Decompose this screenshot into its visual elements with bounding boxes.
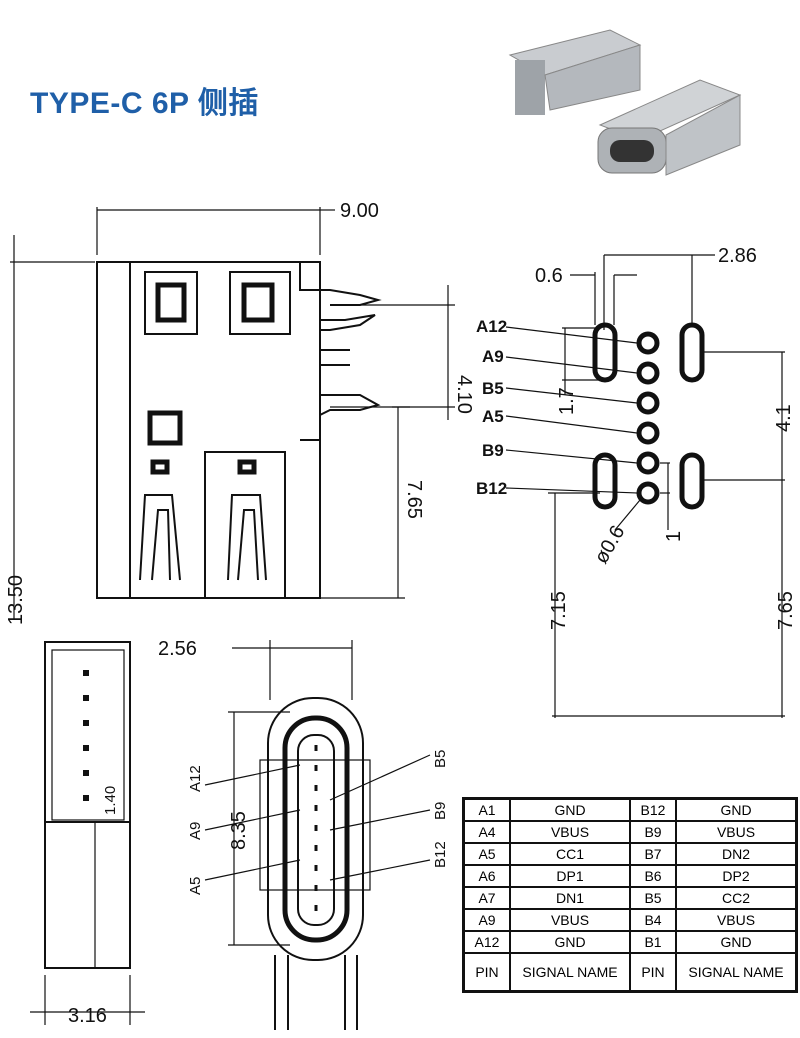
dim-side-width: 3.16: [68, 1005, 107, 1027]
pin-cell: B1: [629, 930, 677, 954]
product-photo: [508, 29, 742, 176]
dim-slot-spacing: 4.1: [773, 404, 795, 432]
header-cell: SIGNAL NAME: [509, 952, 631, 993]
front-label-a9: A9: [187, 822, 204, 840]
dim-slot-pitch: 2.86: [718, 245, 757, 267]
dim-hole-dia: ø0.6: [590, 522, 629, 568]
front-label-a12: A12: [187, 765, 204, 792]
pin-label-a12: A12: [476, 317, 507, 336]
dim-front-height: 8.35: [228, 811, 250, 850]
signal-cell: GND: [509, 930, 631, 954]
signal-cell: VBUS: [675, 908, 798, 932]
pin-cell: A1: [462, 797, 511, 822]
pin-cell: B9: [629, 820, 677, 844]
signal-cell: GND: [675, 930, 798, 954]
signal-cell: DP2: [675, 864, 798, 888]
signal-cell: GND: [509, 797, 631, 822]
signal-cell: CC1: [509, 842, 631, 866]
pin-cell: A4: [462, 820, 511, 844]
dim-offset: 7.65: [403, 480, 425, 519]
header-cell: PIN: [629, 952, 677, 993]
front-label-b9: B9: [432, 802, 449, 820]
pin-cell: A9: [462, 908, 511, 932]
signal-cell: DP1: [509, 864, 631, 888]
pin-cell: A6: [462, 864, 511, 888]
dim-pin-span: 4.10: [453, 375, 475, 414]
pin-cell: B5: [629, 886, 677, 910]
signal-cell: GND: [675, 797, 798, 822]
dim-row-gap: 1: [663, 531, 685, 542]
signal-cell: DN1: [509, 886, 631, 910]
pin-cell: B6: [629, 864, 677, 888]
dim-height: 13.50: [5, 575, 27, 625]
header-cell: SIGNAL NAME: [675, 952, 798, 993]
front-label-b12: B12: [432, 841, 449, 868]
signal-cell: CC2: [675, 886, 798, 910]
dim-width: 9.00: [340, 200, 379, 222]
dim-left-offset: 7.15: [548, 591, 570, 630]
pin-cell: A7: [462, 886, 511, 910]
pin-cell: B12: [629, 797, 677, 822]
dim-pin-pitch: 1.7: [556, 387, 578, 415]
pin-cell: A12: [462, 930, 511, 954]
pin-label-b12: B12: [476, 479, 507, 498]
pcb-footprint: A12 A9 B5 A5 B9 B12 2.86 0.6 1.7 4.1 1 ø…: [476, 245, 797, 718]
side-view: 1.40 3.16: [30, 641, 145, 1027]
pin-cell: B7: [629, 842, 677, 866]
signal-cell: VBUS: [509, 820, 631, 844]
signal-cell: DN2: [675, 842, 798, 866]
signal-cell: VBUS: [675, 820, 798, 844]
pin-cell: B4: [629, 908, 677, 932]
pin-label-a9: A9: [482, 347, 504, 366]
front-label-b5: B5: [432, 750, 449, 768]
page-title: TYPE-C 6P 侧插: [30, 87, 259, 120]
dim-slot-width: 0.6: [535, 265, 563, 287]
header-cell: PIN: [462, 952, 511, 993]
front-label-a5: A5: [187, 877, 204, 895]
top-view: 9.00 13.50 4.10 7.65: [5, 200, 475, 625]
pin-cell: A5: [462, 842, 511, 866]
dim-right-offset: 7.65: [775, 591, 797, 630]
pin-label-a5: A5: [482, 407, 504, 426]
pin-label-b9: B9: [482, 441, 504, 460]
signal-cell: VBUS: [509, 908, 631, 932]
dim-front-width: 2.56: [158, 638, 197, 660]
dim-thickness: 1.40: [102, 786, 119, 815]
pin-label-b5: B5: [482, 379, 504, 398]
front-view: 2.56 8.35 A12 A9 A5 B5 B9 B12: [158, 638, 449, 1030]
